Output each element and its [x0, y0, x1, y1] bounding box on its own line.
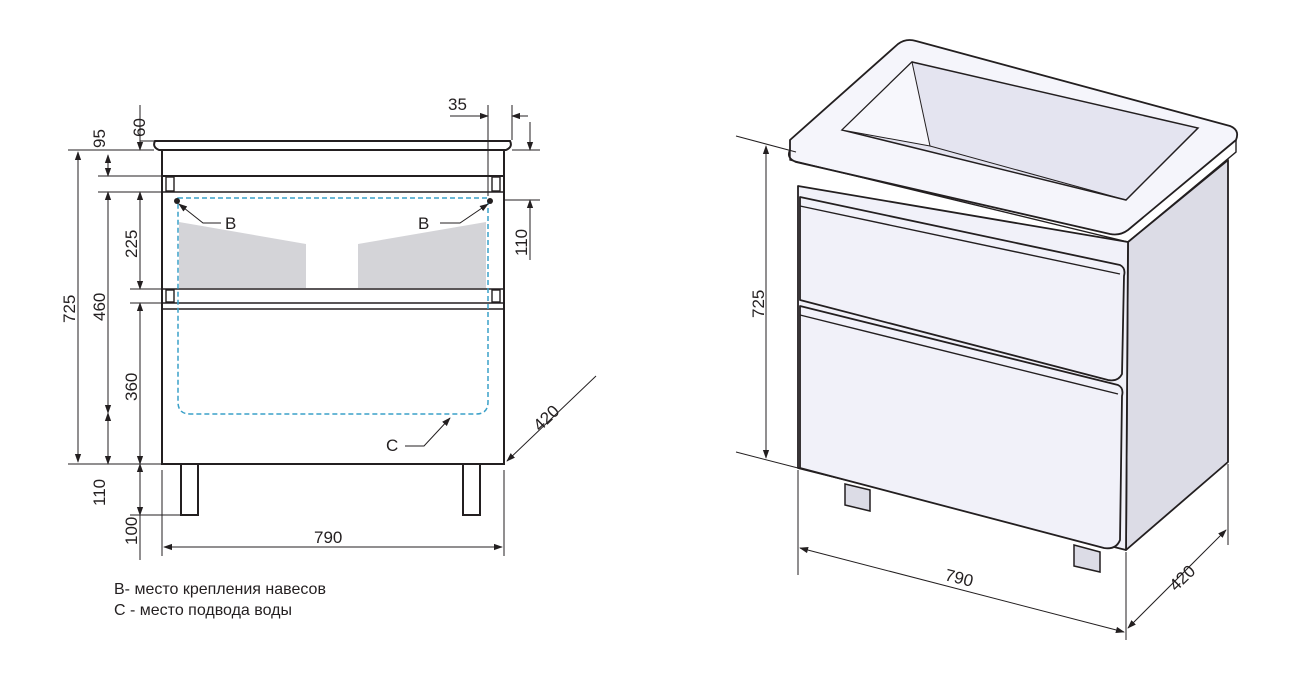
dim-top-60: 60: [130, 118, 149, 137]
extension-lines-right: [487, 105, 540, 201]
drawer-top: [799, 196, 1126, 382]
iso-dim-790: 790: [943, 565, 975, 590]
dim-width-790: 790: [314, 528, 342, 547]
iso-dim-width: [799, 546, 1125, 634]
legend-line-1: B- место крепления навесов: [114, 581, 326, 598]
mount-point-right: [487, 198, 493, 204]
dim-left-460: 460: [90, 293, 109, 321]
basin-inner-wall: [840, 61, 931, 147]
front-view: B B C: [60, 95, 597, 560]
marker-b-right: B: [418, 214, 429, 233]
iso-extension-lines: [735, 135, 1229, 640]
iso-dim-725: 725: [749, 290, 768, 318]
dim-left-100: 100: [122, 517, 141, 545]
mount-point-left: [174, 198, 180, 204]
marker-b-left: B: [225, 214, 236, 233]
iso-leg-left: [844, 483, 871, 512]
isometric-view: 725 790 420: [735, 39, 1239, 640]
iso-dim-depth: [1127, 529, 1227, 629]
marker-c: C: [386, 436, 398, 455]
water-supply-zone: [177, 197, 489, 415]
dim-left-360: 360: [122, 373, 141, 401]
shelf-profile-right: [358, 222, 486, 288]
dim-top-95: 95: [90, 129, 109, 148]
leg-right: [462, 463, 481, 516]
leg-left: [180, 463, 199, 516]
dim-left-225: 225: [122, 230, 141, 258]
shelf-profile-left: [179, 222, 306, 288]
dim-depth-420: 420: [530, 401, 564, 434]
dim-left-110: 110: [90, 479, 109, 506]
dimension-lines-right: [163, 112, 597, 551]
cabinet-body: [161, 175, 505, 465]
dim-right-110: 110: [512, 229, 531, 256]
iso-dim-420: 420: [1166, 561, 1200, 594]
basin-top: [153, 140, 512, 177]
dimension-lines-left: [74, 135, 144, 560]
dim-left-725: 725: [60, 295, 79, 323]
iso-leg-right: [1073, 544, 1101, 573]
legend-line-2: С - место подвода воды: [114, 602, 292, 619]
extension-lines-left: [68, 105, 505, 556]
dim-35: 35: [448, 95, 467, 114]
